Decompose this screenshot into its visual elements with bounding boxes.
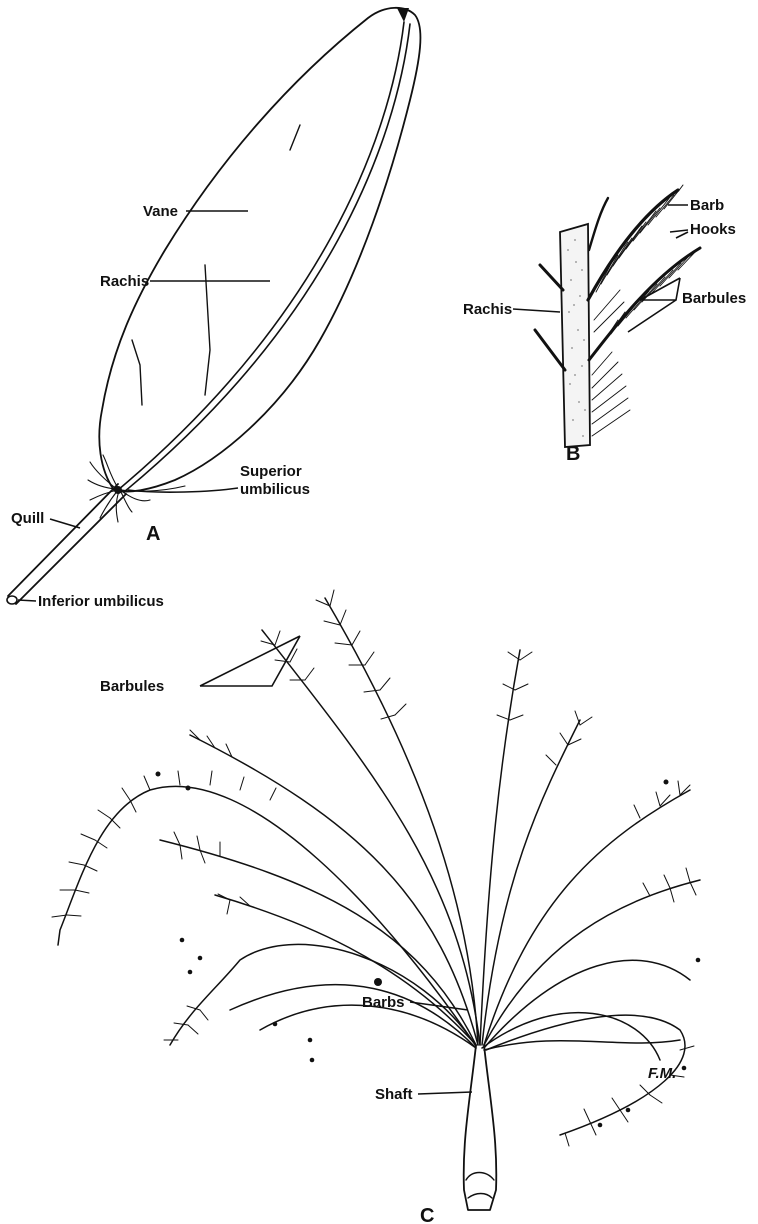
rachis-label-b: Rachis	[463, 301, 512, 318]
shaft-opening	[466, 1173, 494, 1199]
vane-label: Vane	[143, 203, 178, 220]
hooks-label: Hooks	[690, 221, 736, 238]
barbules-label-c: Barbules	[100, 678, 164, 695]
barb-7	[260, 1005, 476, 1048]
barb-5	[215, 895, 476, 1045]
barb-label: Barb	[690, 197, 724, 214]
panel-a-feather: Vane Rachis Superior umbilicus Quill Inf…	[7, 8, 420, 610]
panel-c-down-feather: Barbules Barbs Shaft F.M. C	[52, 590, 700, 1224]
barbules-hatching	[592, 189, 697, 436]
shaft-label: Shaft	[375, 1086, 413, 1103]
superior-umbilicus-label-line2: umbilicus	[240, 481, 310, 498]
barb-left-low	[170, 944, 476, 1046]
rachis-line-2	[124, 24, 410, 492]
barb-2	[262, 630, 480, 1045]
shaft-leader	[418, 1092, 472, 1094]
barb-12	[484, 960, 690, 1048]
barb-10	[484, 790, 690, 1045]
feather-tip	[397, 8, 409, 22]
top-barb-stub	[589, 198, 608, 250]
panel-b-letter: B	[566, 443, 580, 465]
shaft-outline	[464, 1045, 497, 1210]
vane-split-2	[205, 265, 210, 395]
barbules-label-b: Barbules	[682, 290, 746, 307]
panel-c-letter: C	[420, 1205, 434, 1224]
vane-outline	[99, 8, 420, 492]
artist-signature: F.M.	[648, 1065, 676, 1082]
barbs-label: Barbs	[362, 994, 405, 1011]
vane-split-1	[290, 125, 300, 150]
cut-barb-left-1	[540, 265, 563, 290]
rachis-label-a: Rachis	[100, 273, 149, 290]
quill-label: Quill	[11, 510, 44, 527]
barb-13	[482, 1013, 660, 1060]
rachis-leader-b	[513, 309, 560, 312]
vane-split-3	[132, 340, 142, 405]
barbules-c	[52, 590, 696, 1146]
cut-barb-left-2	[535, 330, 565, 370]
quill-line-1	[8, 484, 118, 596]
barb-9	[482, 720, 580, 1045]
barb-8	[480, 650, 520, 1045]
hooks-leaders	[670, 230, 688, 238]
inferior-umbilicus-leader	[18, 600, 36, 601]
superior-umbilicus-label-line1: Superior	[240, 463, 302, 480]
quill-leader	[50, 519, 80, 528]
inferior-umbilicus-opening	[7, 596, 17, 604]
barb-left-long	[58, 786, 476, 1046]
panel-a-letter: A	[146, 523, 160, 545]
panel-b-barb-detail: Barb Hooks Barbules Rachis B	[463, 185, 746, 465]
rachis-column-b	[560, 224, 590, 447]
inferior-umbilicus-label: Inferior umbilicus	[38, 593, 164, 610]
barbule-nodes	[156, 772, 701, 1128]
barb-14	[484, 1040, 680, 1050]
